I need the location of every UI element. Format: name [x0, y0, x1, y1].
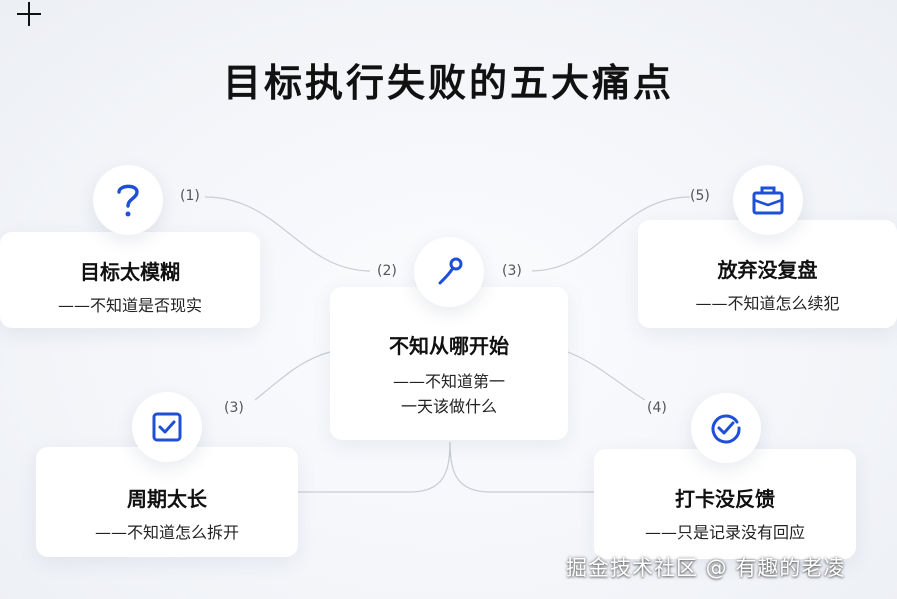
connector-3-to-center [254, 351, 331, 401]
card-vague-goal: 目标太模糊 ——不知道是否现实 [0, 232, 260, 328]
step-number: (5) [690, 188, 710, 204]
page-title: 目标执行失败的五大痛点 [222, 61, 674, 105]
card-subtitle: ——不知道是否现实 [57, 296, 202, 315]
watermark: 掘金技术社区 @ 有趣的老凌 [566, 556, 846, 580]
connector-2-to-5 [531, 196, 691, 272]
card-no-review: 放弃没复盘 ——不知道怎么续犯 [638, 220, 897, 328]
briefcase-icon-circle [733, 165, 803, 235]
check-circle-icon-circle [691, 393, 761, 463]
plus-icon[interactable] [17, 2, 41, 26]
connector-bottom-right [449, 441, 594, 493]
card-title: 不知从哪开始 [389, 334, 509, 358]
card-subtitle: ——不知道怎么续犯 [695, 294, 840, 313]
step-number-right: (3) [502, 263, 522, 279]
question-icon [117, 184, 139, 217]
checkbox-icon [152, 412, 182, 442]
step-number-left: (2) [377, 263, 397, 279]
card-title: 打卡没反馈 [675, 487, 775, 511]
question-icon-circle [93, 165, 163, 235]
card-subtitle: ——只是记录没有回应 [644, 523, 805, 542]
card-title: 放弃没复盘 [717, 258, 818, 282]
card-no-feedback: 打卡没反馈 ——只是记录没有回应 [594, 449, 856, 559]
card-title: 目标太模糊 [80, 260, 180, 284]
card-where-to-start: 不知从哪开始 ——不知道第一 一天该做什么 [330, 287, 568, 440]
card-subtitle: ——不知道怎么拆开 [94, 523, 239, 542]
connector-center-to-4 [567, 351, 646, 401]
step-number: (3) [224, 400, 244, 416]
connector-bottom-left [298, 441, 451, 493]
step-number: (1) [180, 188, 200, 204]
route-icon-circle [414, 237, 484, 307]
route-icon [438, 257, 463, 285]
step-number: (4) [647, 400, 667, 416]
card-subtitle-line1: ——不知道第一 [392, 372, 505, 391]
card-title: 周期太长 [127, 487, 207, 511]
briefcase-icon [752, 186, 784, 215]
card-subtitle-line2: 一天该做什么 [400, 397, 497, 416]
checkbox-icon-circle [132, 392, 202, 462]
card-long-cycle: 周期太长 ——不知道怎么拆开 [36, 447, 298, 557]
connector-1-to-2 [204, 196, 371, 272]
check-circle-icon [711, 414, 741, 444]
